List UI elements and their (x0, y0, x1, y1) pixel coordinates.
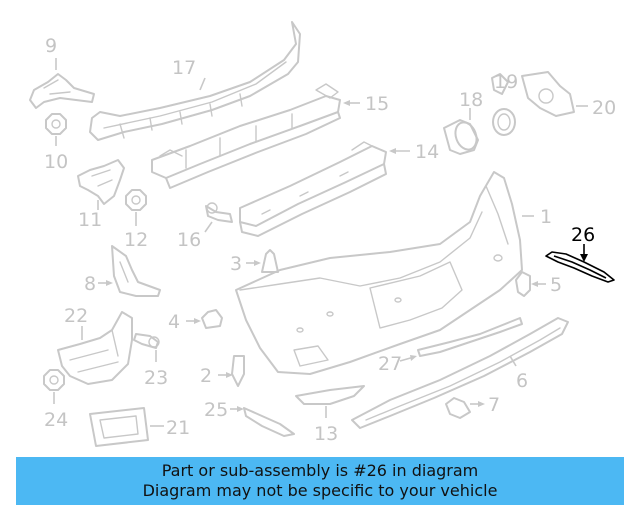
part-6-diffuser (351, 317, 569, 429)
callout-2: 2 (200, 365, 212, 387)
callout-10: 10 (44, 151, 68, 173)
part-27-molding (399, 317, 523, 362)
callout-15: 15 (365, 93, 389, 115)
info-banner: Part or sub-assembly is #26 in diagram D… (16, 457, 624, 505)
part-17-impact-beam (89, 21, 301, 141)
callout-21: 21 (166, 417, 190, 439)
callout-1: 1 (540, 206, 552, 228)
banner-line-1: Part or sub-assembly is #26 in diagram (161, 461, 479, 480)
part-7-clip (445, 397, 485, 419)
part-13-trim (295, 385, 365, 418)
part-3-clip (246, 249, 279, 273)
callout-3: 3 (230, 253, 242, 275)
part-16-bolt (204, 202, 233, 233)
part-15-energy-absorber (151, 83, 360, 189)
callout-6: 6 (516, 370, 528, 392)
callout-17: 17 (172, 57, 196, 79)
part-26-highlighted (545, 244, 615, 283)
callout-14: 14 (415, 141, 439, 163)
callout-20: 20 (592, 97, 616, 119)
callout-16: 16 (177, 229, 201, 251)
banner-line-2: Diagram may not be specific to your vehi… (142, 481, 498, 500)
part-21-plate (89, 407, 164, 447)
part-1-bumper-cover (235, 171, 534, 375)
part-19-ring (491, 73, 516, 136)
callout-24: 24 (44, 409, 68, 431)
part-2-bolt (218, 355, 245, 387)
part-22-bracket (57, 311, 133, 385)
part-11-bracket (77, 159, 125, 210)
part-23-bolt (133, 333, 160, 362)
callout-26: 26 (571, 224, 595, 246)
part-24-nut (43, 369, 65, 404)
part-5-cap (515, 271, 546, 297)
part-10-nut (45, 113, 67, 146)
callout-9: 9 (45, 35, 57, 57)
callout-27: 27 (378, 353, 402, 375)
part-14-absorber (239, 141, 410, 237)
callout-25: 25 (204, 399, 228, 421)
callout-19: 19 (494, 71, 518, 93)
part-9-bracket (29, 58, 95, 109)
part-12-nut (125, 189, 147, 226)
callout-8: 8 (84, 273, 96, 295)
callout-5: 5 (550, 274, 562, 296)
part-18-sensor (443, 108, 479, 155)
callout-12: 12 (124, 229, 148, 251)
callout-13: 13 (314, 423, 338, 445)
callout-22: 22 (64, 305, 88, 327)
callout-23: 23 (144, 367, 168, 389)
callout-18: 18 (459, 89, 483, 111)
part-20-bracket (521, 71, 588, 117)
callout-4: 4 (168, 311, 180, 333)
callout-7: 7 (488, 394, 500, 416)
callout-11: 11 (78, 209, 102, 231)
part-4-clip (186, 309, 223, 329)
part-25-reflector (230, 406, 295, 437)
part-8-bracket (98, 245, 161, 297)
